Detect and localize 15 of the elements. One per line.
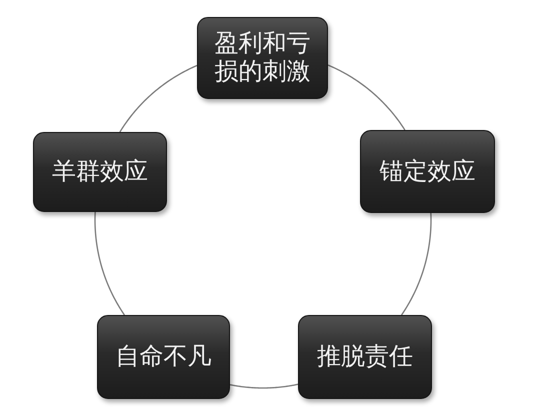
connector-arc bbox=[119, 64, 198, 132]
cycle-step-box bbox=[360, 130, 495, 213]
step-label: 盈利和亏损的刺激 bbox=[214, 30, 312, 86]
cycle-step-box bbox=[298, 315, 432, 399]
connector-arc bbox=[328, 64, 406, 130]
cycle-step-box bbox=[33, 132, 167, 212]
step-label: 推脱责任 bbox=[316, 343, 414, 371]
cycle-step-box bbox=[97, 315, 230, 399]
step-label: 羊群效应 bbox=[51, 158, 149, 186]
connector-arc bbox=[94, 212, 125, 316]
connector-arc bbox=[401, 212, 432, 316]
cycle-step-box bbox=[197, 17, 328, 99]
step-label: 锚定效应 bbox=[378, 158, 476, 186]
step-label: 自命不凡 bbox=[114, 343, 212, 371]
connector-arc bbox=[230, 384, 298, 389]
